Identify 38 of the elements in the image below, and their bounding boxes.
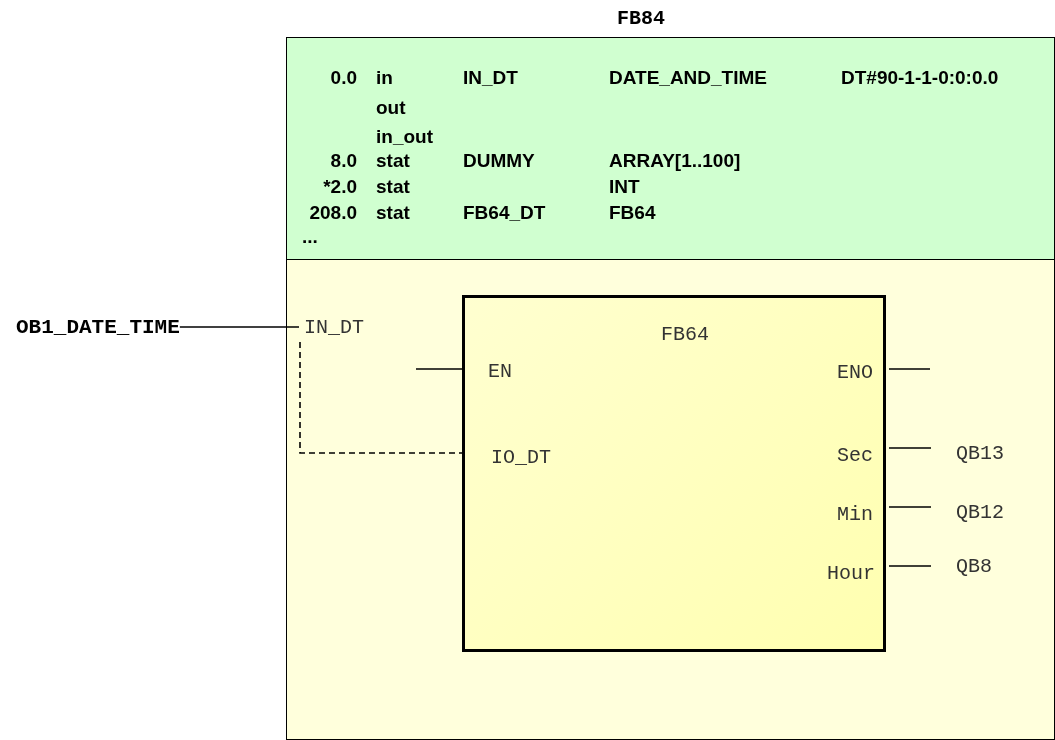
output-address: QB13 xyxy=(931,442,1021,468)
block-type-label: FB64 xyxy=(661,323,709,347)
table-cell: IN_DT xyxy=(463,67,518,89)
connection-line xyxy=(888,368,931,370)
variable-name: OB1_DATE_TIME xyxy=(16,315,180,341)
connection-line xyxy=(888,565,932,567)
table-cell: DUMMY xyxy=(463,150,535,172)
table-cell: 0.0 xyxy=(330,67,357,89)
pin-label: Sec xyxy=(804,444,889,470)
table-cell: stat xyxy=(376,176,410,198)
block-title: FB84 xyxy=(617,7,665,30)
output-address: QB8 xyxy=(931,555,1011,581)
table-cell: ARRAY[1..100] xyxy=(609,150,741,172)
pin-label: EN xyxy=(465,360,525,386)
table-cell: DATE_AND_TIME xyxy=(609,67,767,89)
output-address: QB12 xyxy=(931,501,1021,527)
table-cell: INT xyxy=(609,176,640,198)
connection-line xyxy=(888,506,932,508)
table-cell: ... xyxy=(302,226,318,248)
table-cell: *2.0 xyxy=(323,176,357,198)
table-cell: DT#90-1-1-0:0:0.0 xyxy=(841,67,999,89)
table-cell: in xyxy=(376,67,393,89)
connection-line xyxy=(179,326,300,328)
table-cell: stat xyxy=(376,150,410,172)
table-cell: FB64_DT xyxy=(463,202,546,224)
table-cell: out xyxy=(376,97,406,119)
table-cell: FB64 xyxy=(609,202,656,224)
connection-line xyxy=(888,447,932,449)
parameter-name: IN_DT xyxy=(299,316,369,342)
pin-label: Min xyxy=(804,503,889,529)
function-block xyxy=(462,295,886,652)
table-cell: 8.0 xyxy=(330,150,357,172)
table-cell: 208.0 xyxy=(309,202,357,224)
pin-label: IO_DT xyxy=(465,446,555,472)
table-cell: stat xyxy=(376,202,410,224)
table-cell: in_out xyxy=(376,126,433,148)
pin-label: Hour xyxy=(794,562,889,588)
pin-label: ENO xyxy=(804,361,889,387)
